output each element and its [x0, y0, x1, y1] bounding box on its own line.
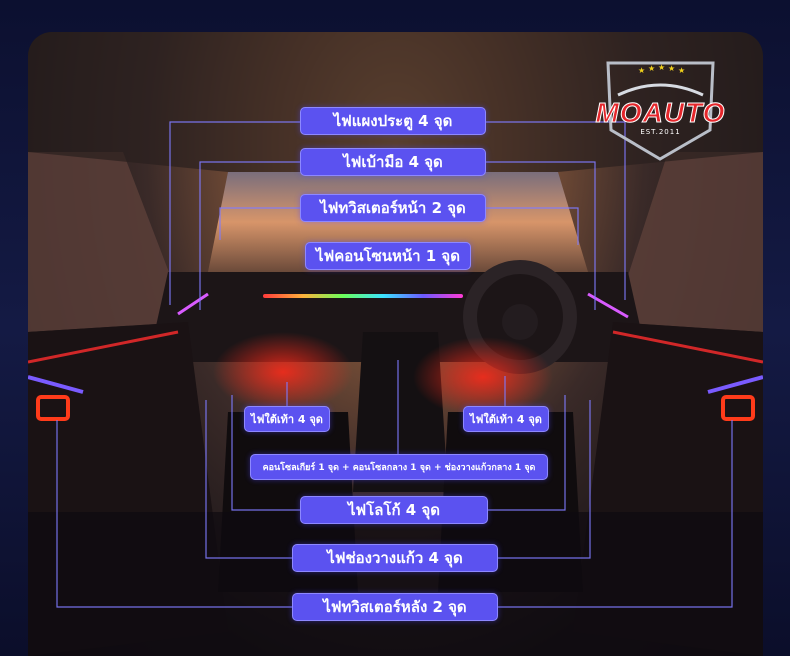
- car-interior-photo: [28, 32, 763, 656]
- label-center-console: คอนโซลเกียร์ 1 จุด + คอนโซลกลาง 1 จุด + …: [250, 454, 548, 480]
- svg-text:★: ★: [658, 63, 665, 72]
- label-cup-holder: ไฟช่องวางแก้ว 4 จุด: [292, 544, 498, 572]
- label-front-console: ไฟคอนโซนหน้า 1 จุด: [305, 242, 471, 270]
- car-interior-illustration: [28, 32, 763, 656]
- label-door-handle: ไฟเบ้ามือ 4 จุด: [300, 148, 486, 176]
- svg-text:★: ★: [648, 64, 655, 73]
- logo-shield-icon: ★ ★ ★ ★ ★: [606, 61, 715, 161]
- label-logo-light: ไฟโลโก้ 4 จุด: [300, 496, 488, 524]
- label-front-tweeter: ไฟทวิสเตอร์หน้า 2 จุด: [300, 194, 486, 222]
- label-footwell-right: ไฟใต้เท้า 4 จุด: [463, 406, 549, 432]
- svg-text:★: ★: [638, 66, 645, 75]
- label-door-panel: ไฟแผงประตู 4 จุด: [300, 107, 486, 135]
- label-footwell-left: ไฟใต้เท้า 4 จุด: [244, 406, 330, 432]
- label-rear-tweeter: ไฟทวิสเตอร์หลัง 2 จุด: [292, 593, 498, 621]
- logo-brand-text: MOAUTO: [595, 97, 726, 129]
- moauto-logo: ★ ★ ★ ★ ★ MOAUTO EST.2011: [578, 55, 743, 165]
- svg-text:★: ★: [668, 64, 675, 73]
- svg-text:★: ★: [678, 66, 685, 75]
- logo-tagline: EST.2011: [640, 128, 681, 136]
